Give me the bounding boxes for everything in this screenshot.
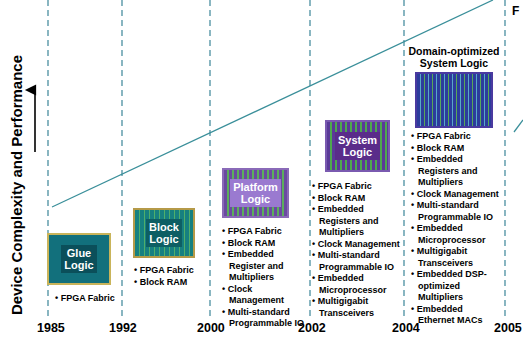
year-label: 1985 — [37, 321, 65, 335]
feature-item: • Embedded Register and Multipliers — [222, 249, 306, 284]
feature-item: • Multi-standard Programmable IO — [312, 250, 400, 273]
year-label: 1992 — [109, 321, 137, 335]
chip-box: System Logic — [325, 120, 390, 172]
feature-item: • Embedded Microprocessor — [312, 273, 400, 296]
feature-item: • Embedded Registers and Multipliers — [411, 154, 501, 189]
feature-item: • Multigigabit Transceivers — [411, 246, 501, 269]
chip-die: Glue Logic — [47, 233, 111, 285]
feature-list: • FPGA Fabric — [55, 293, 135, 305]
feature-item: • FPGA Fabric — [55, 293, 135, 305]
year-label: 2000 — [197, 321, 225, 335]
chip-die: System Logic — [325, 120, 390, 172]
feature-item: • Block RAM — [222, 238, 306, 250]
chip-box: Glue Logic — [47, 233, 111, 285]
feature-item: • Block RAM — [134, 277, 214, 289]
feature-list: • FPGA Fabric• Block RAM — [134, 265, 214, 288]
feature-item: • FPGA Fabric — [411, 131, 501, 143]
feature-item: • Multi-standard Programmable IO — [222, 307, 306, 330]
axis-title: Device Complexity and Performance — [7, 40, 27, 330]
feature-item: • Multi-standard Programmable IO — [411, 200, 501, 223]
feature-item: • FPGA Fabric — [134, 265, 214, 277]
feature-item: • Multigigabit Transceivers — [312, 296, 400, 319]
axis-arrow — [34, 90, 36, 152]
feature-item: • FPGA Fabric — [222, 226, 306, 238]
chip-heading: Domain-optimized System Logic — [406, 45, 502, 69]
chip-die: Block Logic — [133, 208, 195, 258]
chip-die — [415, 72, 493, 128]
year-label: 2005 — [494, 321, 522, 335]
chip-label: Glue Logic — [61, 245, 96, 273]
chip-label: Block Logic — [146, 219, 182, 247]
chip-die: Platform Logic — [222, 168, 289, 218]
feature-item: • Block RAM — [411, 143, 501, 155]
trend-line — [514, 120, 523, 132]
feature-item: • Embedded Microprocessor — [411, 223, 501, 246]
feature-item: • Embedded Registers and Multipliers — [312, 204, 400, 239]
feature-item: • Block RAM — [312, 193, 400, 205]
feature-item: • Clock Management — [222, 284, 306, 307]
feature-item: • FPGA Fabric — [312, 181, 400, 193]
chip-box: Block Logic — [133, 208, 195, 258]
year-label: 2002 — [298, 321, 326, 335]
feature-list: • FPGA Fabric• Block RAM• Embedded Regis… — [312, 181, 400, 319]
feature-list: • FPGA Fabric• Block RAM• Embedded Regis… — [222, 226, 306, 330]
chip-label: System Logic — [335, 132, 380, 160]
feature-item: • Embedded Ethernet MACs — [411, 304, 501, 327]
feature-list: • FPGA Fabric• Block RAM• Embedded Regis… — [411, 131, 501, 327]
chip-box: Domain-optimized System Logic — [406, 45, 502, 128]
chip-label: Platform Logic — [230, 179, 281, 207]
feature-item: • Clock Management — [411, 189, 501, 201]
year-label: 2004 — [392, 321, 420, 335]
feature-item: • Clock Management — [312, 239, 400, 251]
chip-box: Platform Logic — [222, 168, 289, 218]
feature-item: • Embedded DSP-optimized Multipliers — [411, 269, 501, 304]
cut-heading: F — [512, 4, 519, 18]
year-gridline — [48, 0, 505, 318]
